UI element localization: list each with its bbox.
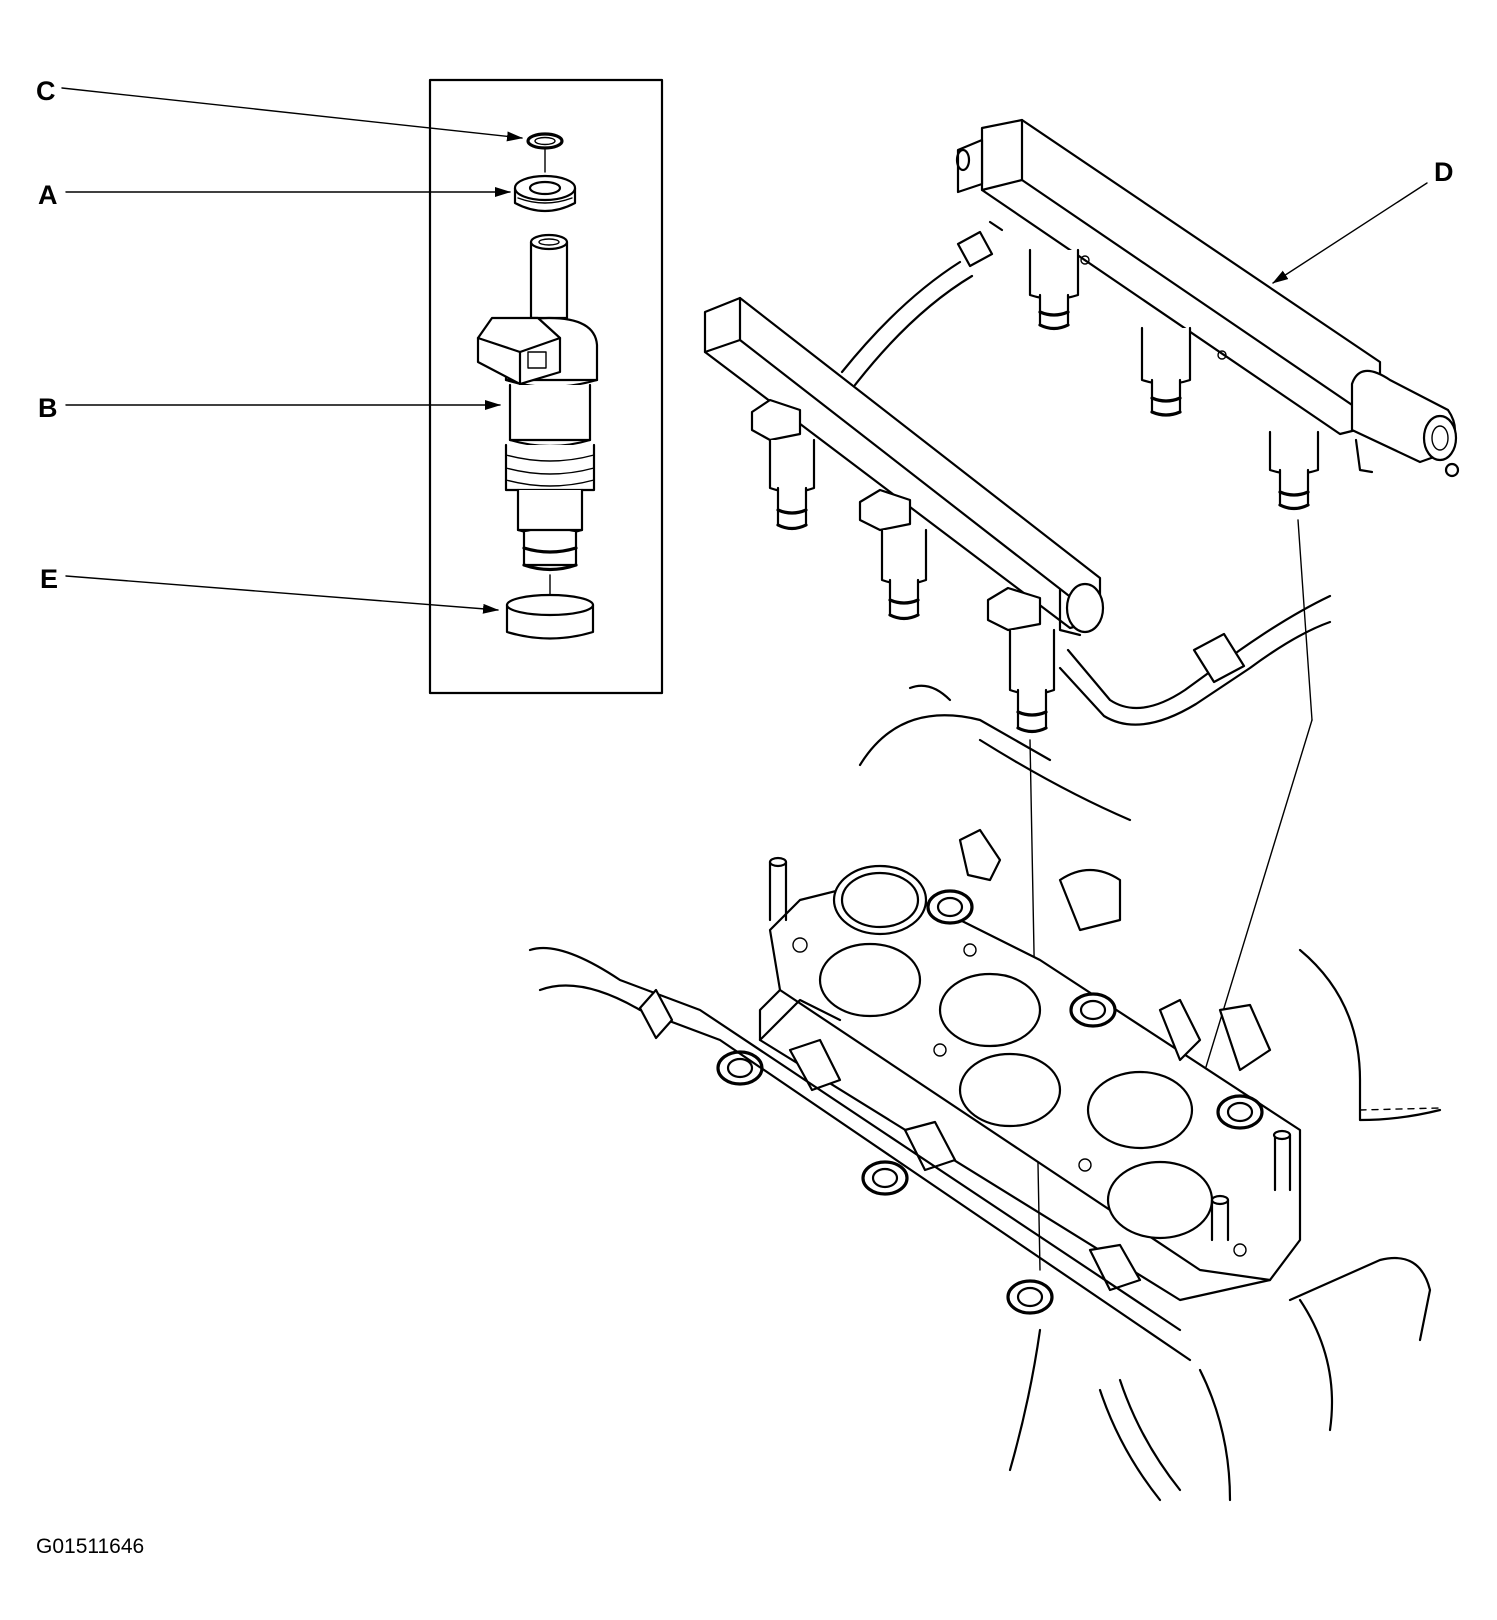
callout-b: B (38, 393, 58, 423)
port-3 (938, 972, 1042, 1048)
cushion-ring-part (513, 174, 577, 213)
seat-rear-1 (926, 889, 974, 925)
rear-injector-1 (1028, 248, 1080, 331)
rear-injector-2 (1140, 326, 1192, 417)
callout-labels: C A B E D (36, 76, 1454, 594)
front-injector-3 (986, 586, 1056, 734)
front-fuel-rail (703, 296, 1105, 637)
rear-injector-3 (1268, 430, 1320, 511)
leader-d (1272, 182, 1428, 284)
seat-front-2 (861, 1160, 909, 1196)
leader-c (61, 87, 523, 142)
injector-detail-inset (428, 78, 664, 695)
port-2 (818, 942, 922, 1018)
seat-rear-3 (1216, 1094, 1264, 1130)
figure-id: G01511646 (36, 1535, 144, 1558)
seal-ring-part (505, 593, 595, 640)
seat-front-3 (1006, 1279, 1054, 1315)
leader-e (65, 575, 499, 614)
callout-d: D (1434, 157, 1454, 187)
intake-manifold (528, 684, 1442, 1502)
callout-e: E (40, 564, 58, 594)
inset-frame (428, 78, 664, 695)
port-1 (832, 864, 928, 936)
callout-c: C (36, 76, 56, 106)
port-4 (958, 1052, 1062, 1128)
o-ring-part (526, 132, 564, 150)
feed-fuel-line (1058, 594, 1332, 726)
front-injector-2 (858, 488, 928, 621)
seat-rear-2 (1069, 992, 1117, 1028)
seat-front-1 (716, 1050, 764, 1086)
fuel-injector-part (476, 233, 599, 572)
fuel-rail-assembly (703, 118, 1460, 734)
callout-leaders (61, 87, 1428, 614)
port-5 (1086, 1070, 1194, 1150)
port-6 (1106, 1160, 1214, 1240)
crossover-fuel-line (840, 220, 1004, 387)
callout-a: A (38, 180, 58, 210)
rear-fuel-rail (955, 118, 1460, 478)
front-injector-1 (750, 398, 816, 531)
